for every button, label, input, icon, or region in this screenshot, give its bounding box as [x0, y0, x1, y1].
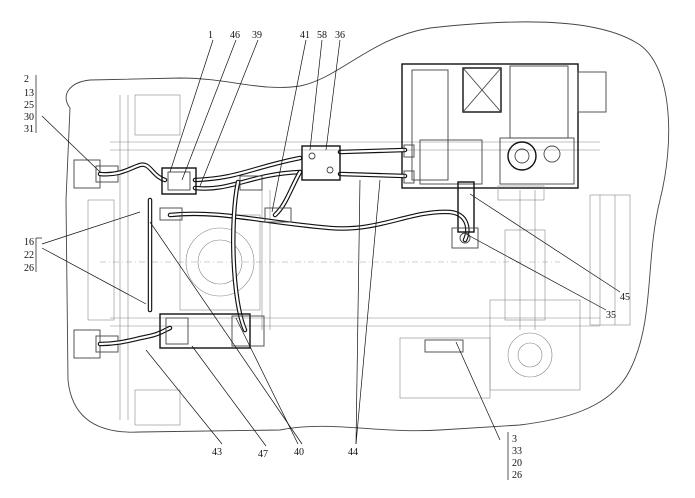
label-20: 20	[512, 458, 522, 469]
label-group-left-upper: 2 13 25 30 31	[24, 74, 34, 135]
label-26-left: 26	[24, 263, 34, 274]
label-44: 44	[348, 447, 358, 458]
hub-upper	[134, 94, 181, 426]
label-3: 3	[512, 434, 517, 445]
label-43: 43	[212, 447, 222, 458]
label-36: 36	[335, 30, 345, 41]
label-45: 45	[620, 292, 630, 303]
label-22: 22	[24, 250, 34, 261]
label-30: 30	[24, 112, 34, 123]
label-58: 58	[317, 30, 327, 41]
label-group-left-lower: 16 22 26	[24, 237, 34, 274]
label-33: 33	[512, 446, 522, 457]
label-25: 25	[24, 100, 34, 111]
hose-lines	[97, 147, 470, 347]
label-46: 46	[230, 30, 240, 41]
frame-outline	[65, 21, 670, 433]
label-group-bottom-right: 3 33 20 26	[512, 434, 522, 481]
return-filter	[451, 181, 479, 249]
label-31: 31	[24, 124, 34, 135]
tee-fitting-mid	[159, 175, 292, 223]
label-group-right: 45 35	[606, 292, 630, 321]
label-13: 13	[24, 88, 34, 99]
label-16: 16	[24, 237, 34, 248]
leader-lines	[35, 39, 621, 480]
label-26-bottom: 26	[512, 470, 522, 481]
label-2: 2	[24, 74, 29, 85]
label-1: 1	[208, 30, 213, 41]
chassis-rails	[87, 95, 631, 420]
label-35: 35	[606, 310, 616, 321]
lower-cylinder-block	[159, 313, 265, 349]
label-39: 39	[252, 30, 262, 41]
upper-cylinder-block	[161, 167, 197, 195]
label-40: 40	[294, 447, 304, 458]
pump-tank-assembly	[401, 63, 607, 201]
valve-block	[301, 144, 415, 184]
label-41: 41	[300, 30, 310, 41]
label-47: 47	[258, 449, 268, 460]
label-group-bottom: 43 47 40 44	[212, 447, 358, 460]
label-group-top: 1 46 39 41 58 36	[208, 30, 345, 41]
